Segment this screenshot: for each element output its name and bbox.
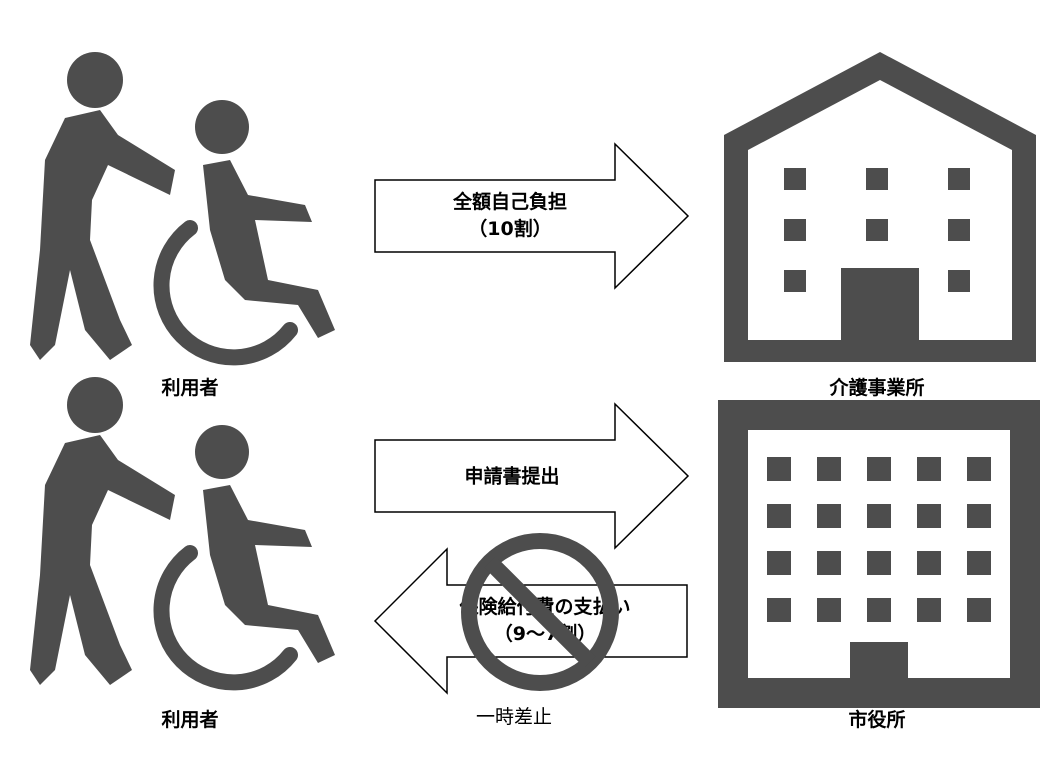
office-building-icon bbox=[718, 400, 1040, 708]
reimbursement-line2: （9～7割） bbox=[493, 623, 597, 645]
full-payment-line2: （10割） bbox=[468, 218, 552, 240]
user-bottom-label: 利用者 bbox=[161, 709, 219, 731]
city-office-label: 市役所 bbox=[848, 709, 906, 731]
caregiver-wheelchair-icon bbox=[30, 52, 335, 360]
suspension-status-label: 一時差止 bbox=[475, 706, 553, 728]
house-building-icon bbox=[724, 52, 1036, 362]
arrow-full-payment bbox=[374, 142, 690, 290]
arrow-reimbursement-text: 保険給付費の支払い （9～7割） bbox=[459, 594, 630, 648]
caregiver-wheelchair-icon bbox=[30, 377, 335, 685]
arrow-application-text: 申請書提出 bbox=[464, 464, 559, 491]
full-payment-line1: 全額自己負担 bbox=[452, 191, 568, 213]
arrow-application bbox=[374, 402, 690, 550]
care-office-label: 介護事業所 bbox=[829, 377, 925, 399]
application-line1: 申請書提出 bbox=[464, 465, 560, 488]
reimbursement-line1: 保険給付費の支払い bbox=[459, 596, 631, 618]
arrow-full-payment-text: 全額自己負担 （10割） bbox=[453, 189, 567, 243]
user-top-label: 利用者 bbox=[161, 377, 219, 399]
